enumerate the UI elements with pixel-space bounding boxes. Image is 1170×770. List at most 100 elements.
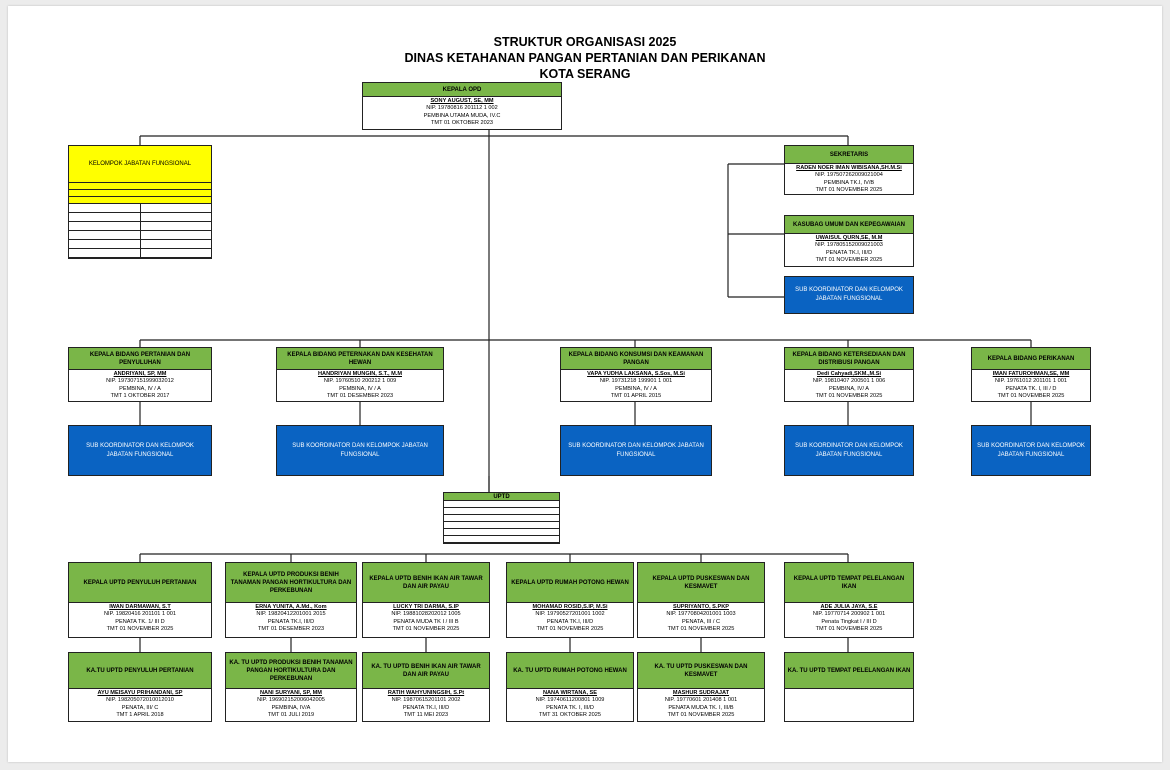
- table-row: [69, 190, 211, 197]
- table-row: [69, 204, 211, 213]
- ka-tu-box: KA. TU UPTD PRODUKSI BENIH TANAMAN PANGA…: [225, 652, 357, 722]
- box-body: NANA WIRTANA, SE NIP. 19740611200801 100…: [507, 689, 633, 719]
- person-nip: NIP. 19810407 200501 1 006: [812, 378, 886, 385]
- person-rank: PEMBINA, IV / A: [339, 385, 381, 392]
- person-rank: PEMBINA, IV / A: [615, 385, 657, 392]
- person-tmt: TMT 01 DESEMBER 2023: [257, 625, 325, 632]
- table-row: [444, 522, 559, 529]
- person-nip: NIP. 19760510 200212 1 009: [323, 378, 397, 385]
- ka-tu-box: KA. TU UPTD PUSKESWAN DAN KESMAVET MASHU…: [637, 652, 765, 722]
- box-header: KEPALA BIDANG KONSUMSI DAN KEAMANAN PANG…: [561, 348, 711, 370]
- person-nip: NIP. 19770804201001 1003: [666, 611, 736, 618]
- person-tmt: TMT 1 OKTOBER 2017: [110, 392, 170, 399]
- person-nip: NIP. 19780816 201112 1 002: [426, 105, 498, 112]
- uptd-head-box: KEPALA UPTD PENYULUH PERTANIAN IWAN DARM…: [68, 562, 212, 638]
- person-tmt: TMT 01 NOVEMBER 2025: [667, 711, 735, 718]
- uptd-head-box: KEPALA UPTD TEMPAT PELELANGAN IKAN ADE J…: [784, 562, 914, 638]
- table-row: [69, 240, 211, 249]
- person-rank: PEMBINA TK.I, IV/B: [823, 179, 875, 186]
- person-rank: PEMBINA, IV / A: [119, 385, 161, 392]
- box-header: KASUBAG UMUM DAN KEPEGAWAIAN: [785, 216, 913, 234]
- person-nip: NIP. 19881028202012 1005: [391, 611, 461, 618]
- ka-tu-box: KA.TU UPTD PENYULUH PERTANIAN AYU MEISAY…: [68, 652, 212, 722]
- person-tmt: TMT 01 NOVEMBER 2025: [815, 256, 883, 263]
- person-nip: NIP. 19770714 200902 1 001: [812, 611, 886, 618]
- person-rank: PENATA TK.I, III/D: [402, 704, 450, 711]
- box-header: KEPALA UPTD TEMPAT PELELANGAN IKAN: [785, 563, 913, 603]
- bidang-box: KEPALA BIDANG PETERNAKAN DAN KESEHATAN H…: [276, 347, 444, 402]
- person-tmt: TMT 01 NOVEMBER 2025: [536, 625, 604, 632]
- person-nip: NIP. 19770601 201408 1 001: [664, 697, 738, 704]
- box-header: KEPALA UPTD BENIH IKAN AIR TAWAR DAN AIR…: [363, 563, 489, 603]
- person-nip: NIP. 197307151999032012: [106, 378, 174, 385]
- sub-koordinator-box: SUB KOORDINATOR DAN KELOMPOK JABATAN FUN…: [784, 425, 914, 476]
- box-body: [785, 689, 913, 690]
- person-rank: PENATA TK.I, III/D: [546, 618, 594, 625]
- person-name: NANI SURYANI, SP, MM: [260, 690, 322, 696]
- box-body: VAPA YUDHA LAKSANA, S.Sos, M.Si NIP. 197…: [561, 370, 711, 400]
- box-body: ERNA YUNITA, A.Md., Kom NIP. 19820412201…: [226, 603, 356, 633]
- table-row: [444, 508, 559, 515]
- kelompok-jf-header: KELOMPOK JABATAN FUNGSIONAL: [69, 146, 211, 183]
- person-nip: NIP. 197507262009021004: [815, 172, 883, 179]
- box-body: HANDRIYAN MUNGIN, S.T., M.M NIP. 1976051…: [277, 370, 443, 400]
- person-name: HANDRIYAN MUNGIN, S.T., M.M: [317, 371, 402, 377]
- kepala-opd-box: KEPALA OPD SONY AUGUST, SE, MM NIP. 1978…: [362, 82, 562, 130]
- person-tmt: TMT 01 NOVEMBER 2025: [667, 625, 735, 632]
- chart-title-line2: DINAS KETAHANAN PANGAN PERTANIAN DAN PER…: [404, 51, 766, 65]
- person-rank: PEMBINA UTAMA MUDA, IV.C: [423, 112, 501, 119]
- sub-koordinator-box: SUB KOORDINATOR DAN KELOMPOK JABATAN FUN…: [560, 425, 712, 476]
- box-body: LUCKY TRI DARMA, S.IP NIP. 1988102820201…: [363, 603, 489, 633]
- person-name: VAPA YUDHA LAKSANA, S.Sos, M.Si: [587, 371, 685, 377]
- person-name: RADEN NOER IMAN WIBISANA,SH.M.Si: [796, 165, 902, 171]
- person-nip: NIP. 19740611200801 1009: [535, 697, 605, 704]
- person-tmt: TMT 01 NOVEMBER 2025: [815, 392, 883, 399]
- person-nip: NIP. 19790527201001 1002: [535, 611, 605, 618]
- person-name: UWAISUL QURN,SE, M.M: [815, 235, 883, 241]
- person-name: NANA WIRTANA, SE: [542, 690, 598, 696]
- bidang-box: KEPALA BIDANG PERIKANAN IMAN FATUROHMAN,…: [971, 347, 1091, 402]
- person-rank: PEMBINA, IV/A: [271, 704, 311, 711]
- person-name: SONY AUGUST, SE, MM: [430, 98, 494, 104]
- person-nip: NIP. 197805152009021003: [815, 242, 883, 249]
- person-name: IMAN FATUROHMAN,SE, MM: [992, 371, 1070, 377]
- box-header: KA. TU UPTD TEMPAT PELELANGAN IKAN: [785, 653, 913, 689]
- ka-tu-box: KA. TU UPTD TEMPAT PELELANGAN IKAN: [784, 652, 914, 722]
- box-header: KEPALA BIDANG KETERSEDIAAN DAN DISTRIBUS…: [785, 348, 913, 370]
- box-body: NANI SURYANI, SP, MM NIP. 19690215200604…: [226, 689, 356, 719]
- box-header: KEPALA UPTD RUMAH POTONG HEWAN: [507, 563, 633, 603]
- uptd-box: UPTD: [443, 492, 560, 544]
- table-row: [444, 536, 559, 543]
- person-rank: PEMBINA, IV/ A: [828, 385, 870, 392]
- uptd-head-box: KEPALA UPTD PUSKESWAN DAN KESMAVET SUPRI…: [637, 562, 765, 638]
- sub-koordinator-box: SUB KOORDINATOR DAN KELOMPOK JABATAN FUN…: [276, 425, 444, 476]
- box-header: KA. TU UPTD PUSKESWAN DAN KESMAVET: [638, 653, 764, 689]
- sub-koordinator-box: SUB KOORDINATOR DAN KELOMPOK JABATAN FUN…: [971, 425, 1091, 476]
- person-name: MASHUR SUDRAJAT: [672, 690, 730, 696]
- chart-title-line1: STRUKTUR ORGANISASI 2025: [493, 35, 677, 49]
- box-header: KA.TU UPTD PENYULUH PERTANIAN: [69, 653, 211, 689]
- box-header: KEPALA BIDANG PERTANIAN DAN PENYULUHAN: [69, 348, 211, 370]
- person-tmt: TMT 01 DESEMBER 2023: [326, 392, 394, 399]
- box-header: KEPALA UPTD PRODUKSI BENIH TANAMAN PANGA…: [226, 563, 356, 603]
- person-tmt: TMT 01 APRIL 2015: [610, 392, 662, 399]
- person-tmt: TMT 01 NOVEMBER 2025: [815, 186, 883, 193]
- person-rank: PENATA TK.I, III/D: [267, 618, 315, 625]
- person-tmt: TMT 31 OKTOBER 2025: [539, 711, 601, 718]
- box-body: UWAISUL QURN,SE, M.M NIP. 19780515200902…: [785, 234, 913, 264]
- person-rank: PENATA MUDA TK I / III B: [393, 618, 459, 625]
- person-tmt: TMT 11 MEI 2023: [403, 711, 449, 718]
- box-header: SEKRETARIS: [785, 146, 913, 164]
- box-body: SUPRIYANTO, S.PKP NIP. 19770804201001 10…: [638, 603, 764, 633]
- person-rank: PENATA, III / C: [681, 618, 721, 625]
- sekretaris-sub-koordinator-box: SUB KOORDINATOR DAN KELOMPOK JABATAN FUN…: [784, 276, 914, 314]
- box-body: RADEN NOER IMAN WIBISANA,SH.M.Si NIP. 19…: [785, 164, 913, 194]
- table-row: [69, 183, 211, 190]
- person-nip: NIP. 196902152006042005: [257, 697, 325, 704]
- table-row: [69, 231, 211, 240]
- kelompok-jf-box: KELOMPOK JABATAN FUNGSIONAL: [68, 145, 212, 259]
- person-name: ERNA YUNITA, A.Md., Kom: [255, 604, 327, 610]
- person-tmt: TMT 01 NOVEMBER 2025: [997, 392, 1065, 399]
- person-nip: NIP. 198205072010012010: [106, 697, 174, 704]
